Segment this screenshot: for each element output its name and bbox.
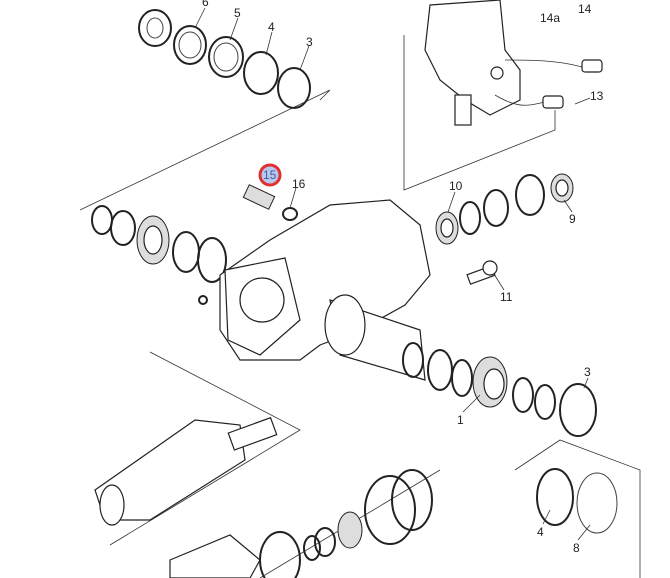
label-14: 14: [578, 2, 592, 16]
label-11: 11: [500, 290, 513, 304]
label-4: 4: [268, 20, 275, 34]
part-15-fitting: [242, 184, 298, 221]
label-15[interactable]: 15: [263, 168, 277, 182]
valve-assembly: [94, 416, 433, 578]
label-14a: 14a: [540, 11, 560, 25]
leader-lines: [194, 7, 591, 541]
top-seal-set: [138, 9, 311, 109]
left-bearing-set: [91, 205, 227, 305]
right-seal-set: [435, 173, 574, 285]
label-8: 8: [573, 541, 580, 555]
label-6: 6: [202, 0, 209, 9]
label-1: 1: [457, 413, 464, 427]
label-13: 13: [590, 89, 604, 103]
output-shaft-set: [402, 342, 618, 534]
label-9: 9: [569, 212, 576, 226]
label-4-bottom: 4: [537, 525, 544, 539]
label-16: 16: [292, 177, 306, 191]
label-3: 3: [306, 35, 313, 49]
callout-labels: 6 5 4 3 14a 14 13 15 16 10 9 11 1 3 4 8: [202, 0, 604, 555]
label-10: 10: [449, 179, 463, 193]
steering-housing: [219, 199, 431, 381]
pump-assembly: [424, 0, 603, 126]
label-3-right: 3: [584, 365, 591, 379]
label-5: 5: [234, 6, 241, 20]
highlight-marker[interactable]: [258, 163, 282, 187]
